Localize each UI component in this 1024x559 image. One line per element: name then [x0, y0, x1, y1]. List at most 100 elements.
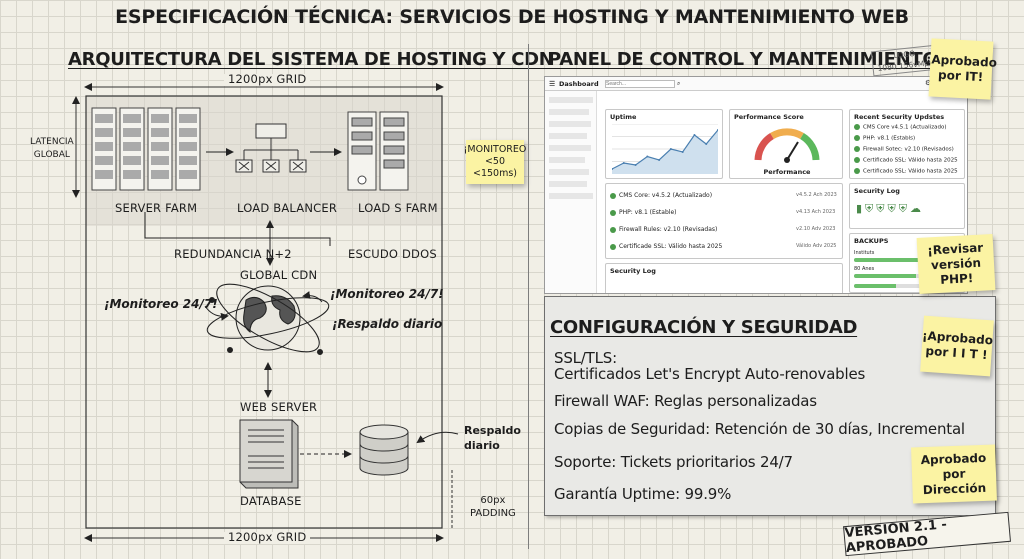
sticky-aprobado-direccion: Aprobado por Dirección — [911, 444, 997, 504]
sidebar-item-8[interactable] — [549, 181, 587, 187]
security-update-item[interactable]: Certificado SSL: Válido hasta 2025 — [854, 168, 958, 175]
web-server-label: WEB SERVER — [240, 400, 318, 414]
uptime-card: Uptime — [605, 109, 723, 179]
architecture-heading: ARQUITECTURA DEL SISTEMA DE HOSTING Y CD… — [68, 49, 554, 70]
version-stamp: VERSION 2.1 - APROBADO — [843, 511, 1011, 557]
security-update-item[interactable]: CMS Core v4.5.1 (Actualizado) — [854, 124, 946, 131]
uptime-point — [705, 143, 708, 145]
sticky-revisar-php: ¡Revisar versión PHP! — [916, 234, 996, 294]
uptime-point — [646, 155, 649, 158]
load-balancer-icon — [235, 123, 307, 173]
global-cdn-globe-icon — [206, 283, 330, 355]
dashboard-screenshot: ☰ Dashboard ⌕ ⚙ Uptime Performance Score… — [544, 76, 968, 294]
security-updates-title: Recent Security Updstes — [854, 113, 945, 121]
ssl-value: Certificados Let's Encrypt Auto-renovabl… — [554, 365, 866, 383]
security-log-card-bottom: Security Log — [605, 263, 843, 293]
sidebar-item-9[interactable] — [549, 193, 593, 199]
load-s-farm-label: LOAD S FARM — [358, 201, 438, 215]
sidebar-item-2[interactable] — [549, 109, 589, 115]
uptime-point — [693, 134, 696, 136]
performance-label: Performance — [763, 168, 811, 176]
security-updates-card: Recent Security Updstes CMS Core v4.5.1 … — [849, 109, 965, 179]
update-row-meta: v4.5.2 Ach 2023 — [796, 192, 837, 198]
dashboard-brand: Dashboard — [559, 80, 599, 88]
sidebar-item-5[interactable] — [549, 145, 591, 151]
architecture-diagram — [72, 83, 459, 542]
server-slots-icon — [95, 114, 197, 179]
dashboard-sidebar — [545, 91, 597, 293]
redundancia-label: REDUNDANCIA N+2 — [174, 247, 292, 261]
sidebar-item-7[interactable] — [549, 169, 589, 175]
sidebar-item-6[interactable] — [549, 157, 585, 163]
menu-icon[interactable]: ☰ — [549, 80, 556, 88]
sidebar-item-4[interactable] — [549, 133, 587, 139]
backup-row-label: 80 Anes — [854, 266, 875, 272]
uptime-line-chart — [612, 124, 718, 174]
uptime-title: Uptime — [610, 113, 637, 121]
security-update-item[interactable]: Certificado SSL: Válido hasta 2025 — [854, 157, 958, 164]
database-label: DATABASE — [240, 494, 302, 508]
uptime-point — [634, 164, 637, 166]
respaldo-note: ¡Respaldo diario — [332, 317, 443, 331]
update-row[interactable]: CMS Core: v4.5.2 (Actualizado) — [610, 192, 712, 199]
uptime-point — [658, 159, 661, 161]
config-panel: CONFIGURACIÓN Y SEGURIDAD SSL/TLS: Certi… — [544, 296, 996, 516]
firewall-line: Firewall WAF: Reglas personalizadas — [554, 392, 817, 410]
uptime-series-line — [612, 129, 718, 170]
uptime-point — [669, 148, 672, 150]
sidebar-item-1[interactable] — [549, 97, 593, 103]
uptime-point — [622, 162, 625, 164]
monitoreo-note-right: ¡Monitoreo 24/7! — [330, 287, 444, 301]
backups-title: BACKUPS — [854, 237, 889, 245]
grid-label-bottom: 1200px GRID — [224, 531, 311, 544]
section-divider — [528, 44, 529, 549]
security-log-title-bottom: Security Log — [610, 267, 656, 275]
security-update-item[interactable]: PHP: v8.1 (Establs) — [854, 135, 915, 142]
update-row-meta: v4.13 Ach 2023 — [796, 209, 836, 215]
uptime-point — [717, 129, 718, 131]
load-s-farm-icon — [347, 111, 409, 191]
sticky-aprobado-it: ¡Aprobado por IT! — [926, 38, 997, 100]
backups-line: Copias de Seguridad: Retención de 30 día… — [554, 420, 965, 438]
global-cdn-label: GLOBAL CDN — [240, 268, 318, 282]
server-farm-label: SERVER FARM — [115, 201, 198, 215]
page-title: ESPECIFICACIÓN TÉCNICA: SERVICIOS DE HOS… — [115, 6, 909, 28]
ssl-label: SSL/TLS: — [554, 349, 617, 367]
support-line: Soporte: Tickets prioritarios 24/7 — [554, 453, 793, 471]
config-heading: CONFIGURACIÓN Y SEGURIDAD — [550, 317, 858, 338]
update-row[interactable]: PHP: v8.1 (Estable) — [610, 209, 676, 216]
updates-list-card: CMS Core: v4.5.2 (Actualizado) v4.5.2 Ac… — [605, 183, 843, 259]
security-badges-icon: ▮⛨⛨⛨⛨☁ — [856, 202, 925, 215]
monitoreo-note-left: ¡Monitoreo 24/7! — [104, 297, 218, 311]
web-server-icon — [239, 419, 299, 489]
update-row[interactable]: Certificade SSL: Válido hasta 2025 — [610, 243, 722, 250]
search-icon[interactable]: ⌕ — [677, 80, 681, 87]
padding-label: 60px PADDING — [470, 495, 516, 519]
grid-label-top: 1200px GRID — [224, 73, 311, 86]
security-update-item[interactable]: Firewall Sotec: v2.10 (Revisados) — [854, 146, 954, 153]
sidebar-item-3[interactable] — [549, 121, 591, 127]
uptime-line: Garantía Uptime: 99.9% — [554, 485, 732, 503]
performance-card: Performance Score Performance — [729, 109, 843, 179]
gear-icon[interactable]: ⚙ — [925, 79, 932, 87]
monitoreo-sticky: ¡MONITOREO <50 <150ms) — [464, 140, 526, 184]
panel-heading: PANEL DE CONTROL Y MANTENIMIENTO — [548, 49, 938, 70]
uptime-point — [612, 168, 613, 170]
load-balancer-label: LOAD BALANCER — [237, 201, 338, 215]
update-row-meta: Válido Adv 2025 — [796, 243, 837, 249]
search-input[interactable] — [605, 80, 675, 88]
update-row[interactable]: Firewall Rules: v2.10 (Revisadas) — [610, 226, 717, 233]
uptime-point — [681, 151, 684, 153]
respaldo-diario-note: Respaldo diario — [464, 424, 521, 452]
security-log-card: Security Log ▮⛨⛨⛨⛨☁ — [849, 183, 965, 229]
security-log-title: Security Log — [854, 187, 900, 195]
sticky-aprobado-iit: ¡Aprobado por I I T ! — [920, 315, 994, 377]
latency-label: LATENCIA GLOBAL — [30, 137, 74, 160]
performance-title: Performance Score — [734, 113, 804, 121]
backup-progress — [854, 258, 958, 262]
database-icon — [359, 424, 409, 476]
escudo-ddos-label: ESCUDO DDOS — [348, 247, 437, 261]
backup-progress — [854, 274, 958, 278]
dashboard-topbar: ☰ Dashboard ⌕ ⚙ — [545, 77, 967, 91]
performance-gauge-icon — [754, 128, 820, 163]
